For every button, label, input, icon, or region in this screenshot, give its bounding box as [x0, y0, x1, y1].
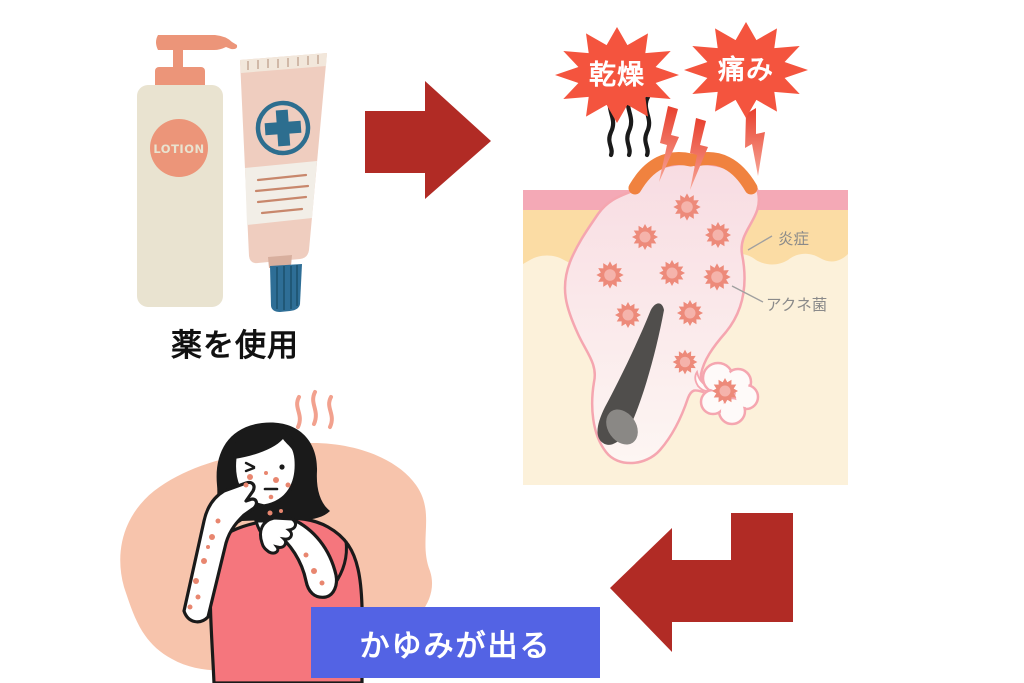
woman-face-features — [244, 461, 301, 493]
bent-arrow-icon — [610, 513, 793, 652]
tube-label-band — [245, 161, 317, 225]
lotion-bottle-icon: LOTION — [137, 35, 238, 307]
pump-head — [156, 35, 238, 50]
acne-annotation-line — [731, 285, 764, 303]
tube-crimp-ticks — [247, 55, 319, 70]
pump-stem — [173, 46, 183, 70]
tube-neck — [268, 255, 292, 268]
tube-cap-ribs — [276, 265, 298, 310]
medicine-caption: 薬を使用 — [171, 328, 299, 364]
skin-cross-section: 炎症 アクネ菌 乾燥 痛み — [523, 22, 848, 485]
itch-banner-label: かゆみが出る — [359, 628, 552, 664]
pump-cap — [155, 67, 205, 89]
rash-dots — [187, 471, 325, 610]
medicine-tube-icon — [240, 53, 327, 312]
hair-follicle — [597, 303, 664, 445]
tube-label-lines — [254, 173, 310, 215]
woman-bangs — [233, 423, 299, 461]
sebum-plug — [606, 409, 638, 445]
lightning-bolts-icon — [659, 106, 765, 190]
pain-burst-text: 痛み — [718, 54, 774, 86]
bottle-label-circle — [150, 119, 208, 177]
bottle-label-text: LOTION — [153, 142, 204, 156]
acne-bacteria-label: アクネ菌 — [766, 296, 827, 314]
inflammation-annotation-line — [747, 235, 773, 251]
pain-burst: 痛み — [684, 22, 808, 118]
woman-raised-arm — [182, 480, 259, 624]
inflammation-label: 炎症 — [778, 230, 809, 248]
heat-squiggles-icon — [295, 390, 334, 429]
tube-crimp — [240, 53, 327, 73]
medicine-illustration: LOTION — [137, 35, 327, 312]
tube-body — [240, 53, 327, 264]
dryness-burst: 乾燥 — [555, 27, 679, 123]
medical-cross-icon — [255, 100, 311, 156]
bottle-body — [137, 85, 223, 307]
itch-banner: かゆみが出る — [311, 607, 600, 678]
dryness-burst-text: 乾燥 — [589, 60, 645, 91]
arrow-right-icon — [365, 81, 491, 199]
woman-hand — [259, 516, 298, 555]
